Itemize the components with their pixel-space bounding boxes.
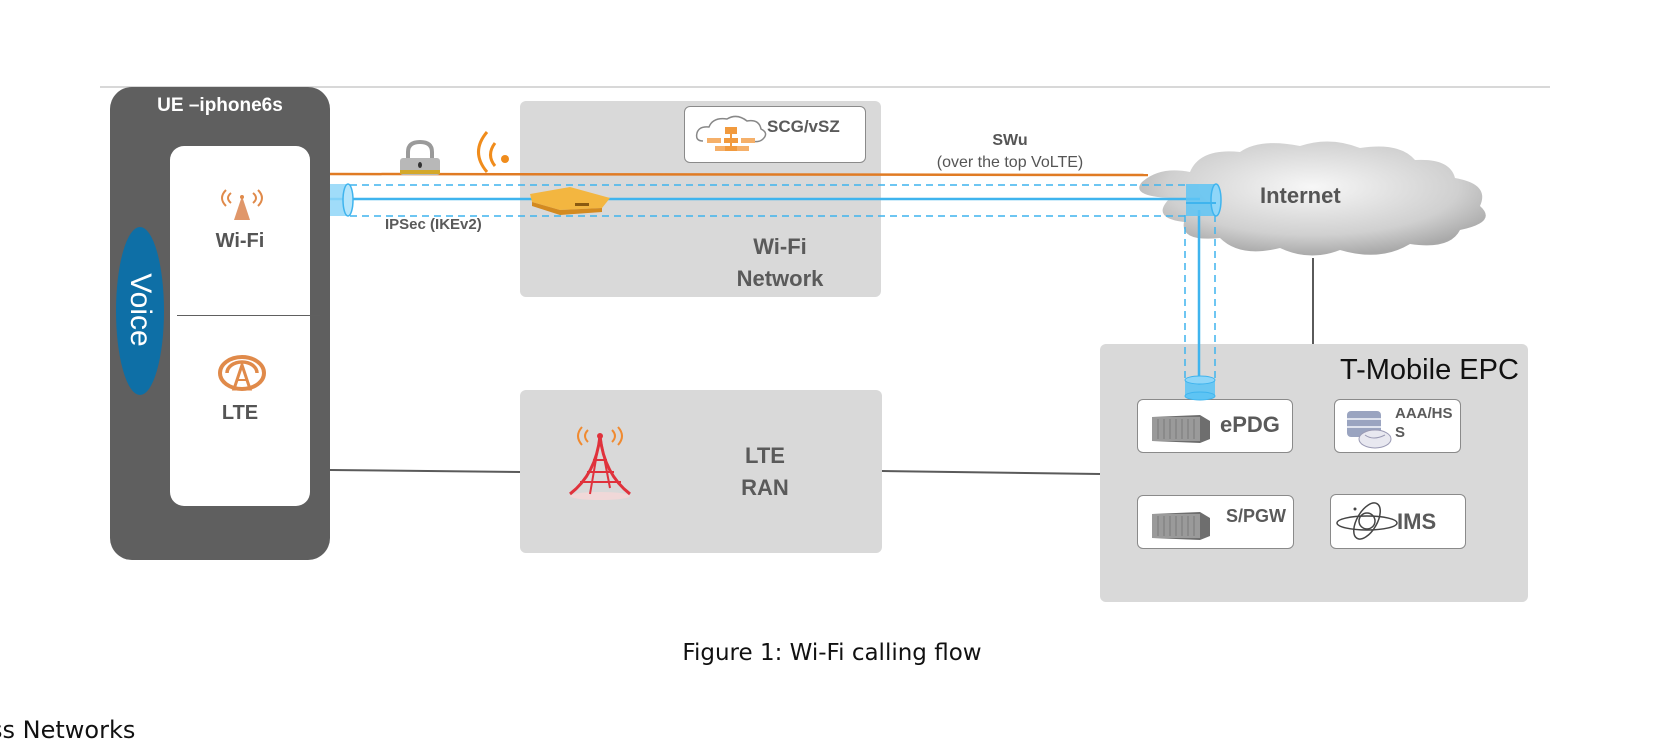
aaa-hss-label: AAA/HS S bbox=[1395, 405, 1453, 441]
spgw-label: S/PGW bbox=[1226, 506, 1287, 526]
epdg-label: ePDG bbox=[1220, 412, 1280, 437]
tunnel-endpoint-internet bbox=[1186, 183, 1222, 217]
ipsec-label: IPSec (IKEv2) bbox=[385, 216, 482, 233]
connection-layer bbox=[329, 258, 1314, 475]
swu-label: SWu (over the top VoLTE) bbox=[930, 130, 1090, 174]
tunnel-endpoint-ue bbox=[330, 183, 354, 217]
tunnel-layer bbox=[329, 131, 1222, 401]
access-point-icon bbox=[530, 187, 610, 215]
wifi-label: Wi-Fi bbox=[215, 230, 265, 252]
lte-antenna-icon bbox=[218, 355, 266, 391]
scg-vsz-node: SCG/vSZ bbox=[684, 106, 866, 163]
epc-node-epdg: ePDG bbox=[1137, 399, 1293, 453]
ue-radio-panel: Wi-Fi LTE bbox=[170, 146, 310, 506]
lte-ran-to-epc-line bbox=[881, 470, 1101, 475]
epc-node-spgw: S/PGW bbox=[1137, 495, 1294, 549]
internet-label: Internet bbox=[1260, 183, 1341, 208]
figure-caption: Figure 1: Wi-Fi calling flow bbox=[682, 640, 982, 666]
lte-label: LTE bbox=[221, 402, 259, 424]
ue-to-lte-ran-line bbox=[329, 469, 521, 473]
lock-icon bbox=[400, 139, 440, 175]
ue-title: UE –iphone6s bbox=[157, 95, 283, 116]
epc-node-ims: IMS bbox=[1330, 494, 1466, 549]
cloud-icon bbox=[1139, 141, 1486, 256]
tmobile-epc-box bbox=[1100, 344, 1528, 602]
wifi-network-label-line1: Wi-Fi bbox=[753, 234, 807, 259]
lte-ran-label-line1: LTE bbox=[745, 443, 785, 468]
server-icon bbox=[1152, 415, 1210, 443]
tunnel-endpoint-epdg bbox=[1184, 375, 1216, 401]
cell-tower-icon bbox=[569, 426, 631, 500]
lte-ran-box: LTE RAN bbox=[520, 390, 882, 553]
wifi-network-label: Wi-Fi Network bbox=[720, 231, 840, 295]
epc-title: T-Mobile EPC bbox=[1340, 354, 1519, 386]
ue-divider bbox=[177, 315, 320, 316]
satellite-orbit-icon bbox=[1336, 502, 1398, 540]
ue-iphone6s: UE –iphone6s Wi-Fi LTE Voice bbox=[110, 87, 330, 560]
scg-vsz-label: SCG/vSZ bbox=[767, 117, 840, 136]
cloud-network-icon bbox=[695, 115, 767, 151]
database-globe-icon bbox=[1347, 411, 1392, 449]
top-divider-line bbox=[100, 86, 1550, 88]
wifi-signal-icon bbox=[477, 131, 509, 173]
lte-ran-label-line2: RAN bbox=[741, 475, 789, 500]
swu-subtitle: (over the top VoLTE) bbox=[936, 154, 1084, 171]
swu-title: SWu bbox=[992, 132, 1028, 149]
wifi-network-label-line2: Network bbox=[736, 266, 824, 291]
lte-ran-label: LTE RAN bbox=[710, 440, 820, 504]
epc-node-aaa-hss: AAA/HS S bbox=[1334, 399, 1461, 453]
voice-badge: Voice bbox=[116, 227, 164, 395]
server-icon bbox=[1152, 512, 1210, 540]
wifi-antenna-icon bbox=[221, 189, 263, 220]
footer-text: ss Networks bbox=[0, 716, 136, 744]
ims-label: IMS bbox=[1397, 509, 1437, 534]
swu-link-line bbox=[329, 172, 1149, 177]
